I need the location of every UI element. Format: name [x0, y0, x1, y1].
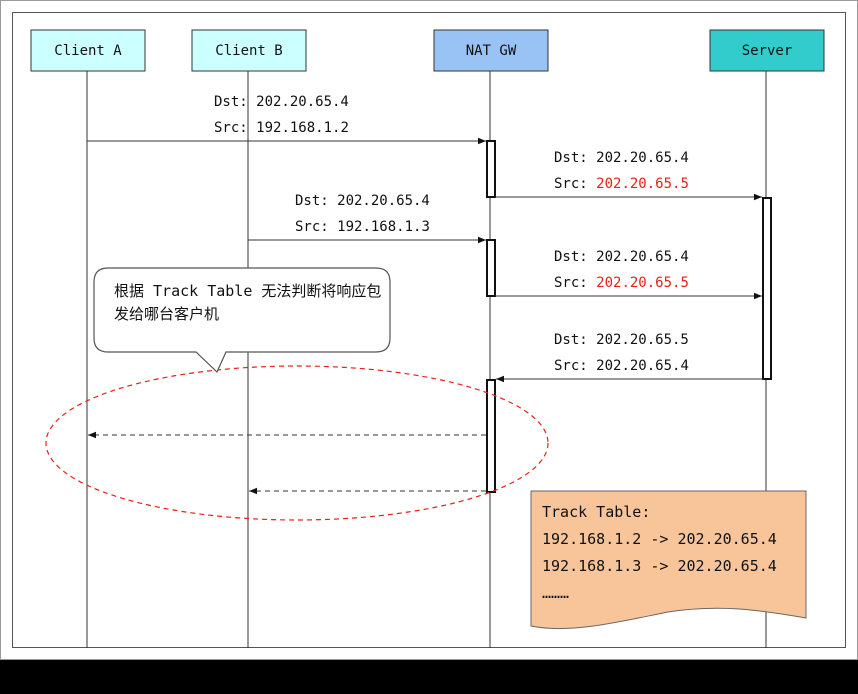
nat-activation-bar-2	[486, 239, 496, 297]
track-table-shape	[530, 490, 807, 630]
client-a-label: Client A	[54, 42, 122, 59]
diagram-inner-border	[12, 12, 846, 648]
msg2-dst: Dst: 202.20.65.4	[554, 150, 689, 166]
ambiguity-ellipse	[45, 365, 549, 521]
msg4-src-highlight: 202.20.65.5	[596, 275, 689, 291]
track-table-row-1: 192.168.1.2 -> 202.20.65.4	[542, 530, 777, 548]
client-a-box	[30, 29, 146, 72]
msg2-src-highlight: 202.20.65.5	[596, 176, 689, 192]
track-table-text: Track Table: 192.168.1.2 -> 202.20.65.4 19…	[542, 499, 777, 607]
server-activation-bar	[762, 197, 772, 380]
client-b-box	[191, 29, 307, 72]
msg5-src: Src: 202.20.65.4	[554, 358, 689, 374]
msg1-dst: Dst: 202.20.65.4	[214, 94, 349, 110]
msg1-src: Src: 192.168.1.2	[214, 120, 349, 136]
track-table-row-2: 192.168.1.3 -> 202.20.65.4	[542, 557, 777, 575]
client-b-label: Client B	[215, 42, 283, 59]
nat-activation-bar-3	[486, 379, 496, 493]
track-table-ellipsis: ………	[542, 584, 570, 602]
msg3-dst: Dst: 202.20.65.4	[295, 193, 430, 209]
msg4-src: Src: 202.20.65.5	[554, 275, 689, 291]
msg3-src: Src: 192.168.1.3	[295, 219, 430, 235]
msg5-dst: Dst: 202.20.65.5	[554, 332, 689, 348]
track-table-title: Track Table:	[542, 503, 651, 521]
callout-text: 根据 Track Table 无法判断将响应包发给哪台客户机	[114, 282, 382, 323]
server-box	[709, 29, 825, 72]
nat-activation-bar-1	[486, 140, 496, 198]
server-label: Server	[741, 42, 793, 59]
nat-gw-box	[433, 29, 549, 72]
msg4-dst: Dst: 202.20.65.4	[554, 249, 689, 265]
msg2-src: Src: 202.20.65.5	[554, 176, 689, 192]
callout-bubble	[93, 267, 391, 374]
nat-gw-label: NAT GW	[465, 42, 517, 59]
